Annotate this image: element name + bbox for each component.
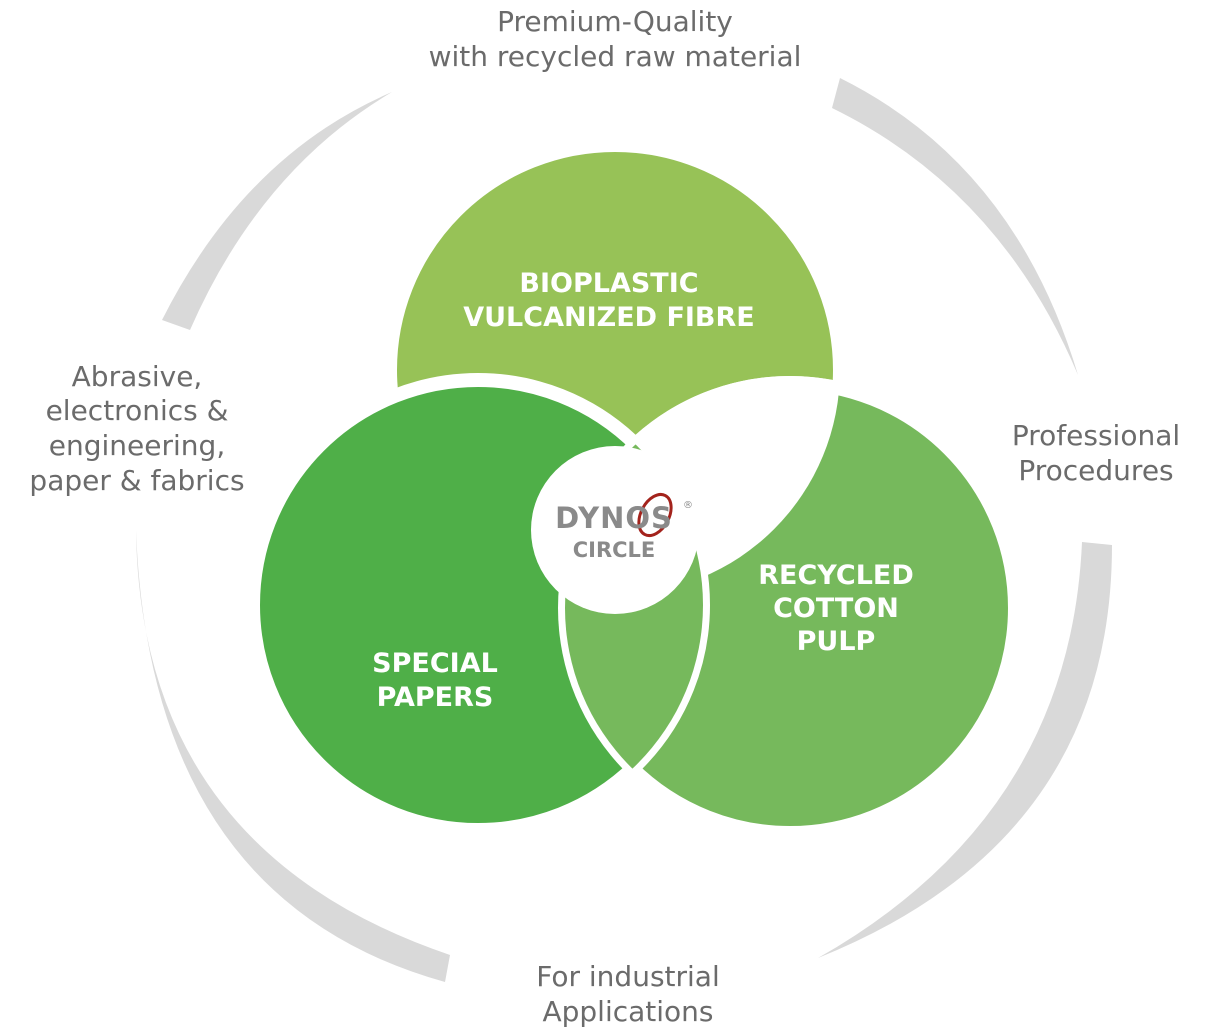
outer-label-top-line-2: with recycled raw material bbox=[429, 40, 802, 73]
outer-ring-arc-left-bottom bbox=[136, 530, 450, 982]
outer-label-right: Professional Procedures bbox=[1012, 419, 1180, 487]
logo-name: DYNOS bbox=[555, 501, 673, 535]
logo-subtitle: CIRCLE bbox=[573, 538, 656, 562]
label-special-papers-line-2: PAPERS bbox=[377, 682, 494, 713]
logo-swoosh-icon bbox=[637, 492, 673, 538]
center-hub bbox=[531, 446, 699, 614]
outer-label-top-line-1: Premium-Quality bbox=[497, 5, 733, 38]
outer-label-right-line-2: Procedures bbox=[1018, 454, 1173, 487]
outer-ring bbox=[136, 78, 1112, 982]
outer-label-left-line-1: Abrasive, bbox=[72, 360, 203, 393]
label-recycled-cotton: RECYCLED COTTON PULP bbox=[758, 560, 914, 657]
outer-label-bottom-line-1: For industrial bbox=[536, 960, 720, 993]
outer-ring-arc-top-left bbox=[162, 92, 392, 330]
outer-label-bottom: For industrial Applications bbox=[536, 960, 720, 1028]
outer-label-top: Premium-Quality with recycled raw materi… bbox=[429, 5, 802, 73]
label-special-papers-line-1: SPECIAL bbox=[372, 648, 498, 679]
label-recycled-cotton-line-1: RECYCLED bbox=[758, 560, 914, 591]
outer-label-left-line-2: electronics & bbox=[46, 394, 229, 427]
label-bioplastic-line-2: VULCANIZED FIBRE bbox=[463, 302, 755, 333]
label-recycled-cotton-line-2: COTTON bbox=[773, 593, 899, 624]
dynos-logo: DYNOS ® CIRCLE bbox=[555, 492, 693, 562]
outer-label-right-line-1: Professional bbox=[1012, 419, 1180, 452]
outer-label-left-line-3: engineering, bbox=[49, 429, 225, 462]
outer-ring-arc-right bbox=[818, 542, 1112, 958]
outer-label-left: Abrasive, electronics & engineering, pap… bbox=[29, 360, 244, 497]
label-special-papers: SPECIAL PAPERS bbox=[372, 648, 498, 713]
label-bioplastic: BIOPLASTIC VULCANIZED FIBRE bbox=[463, 268, 755, 333]
outer-ring-arc-top-right bbox=[832, 78, 1078, 375]
label-recycled-cotton-line-3: PULP bbox=[797, 626, 876, 657]
outer-label-left-line-4: paper & fabrics bbox=[29, 464, 244, 497]
outer-label-bottom-line-2: Applications bbox=[542, 995, 713, 1028]
logo-registered-mark: ® bbox=[683, 500, 693, 511]
label-bioplastic-line-1: BIOPLASTIC bbox=[519, 268, 698, 299]
